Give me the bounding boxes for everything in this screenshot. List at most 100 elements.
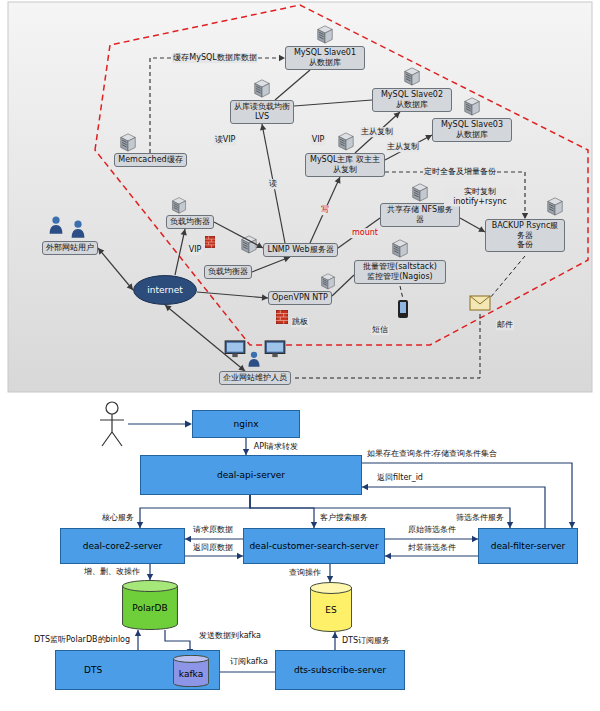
node-text: LVS — [255, 112, 269, 122]
node-text: 负载均衡器 — [170, 217, 210, 227]
arrowhead — [135, 630, 141, 636]
service-box: deal-api-server — [140, 455, 362, 495]
arrowhead — [260, 124, 266, 130]
connector — [197, 292, 268, 298]
note-label: 跳板 — [291, 317, 309, 327]
service-box: deal-core2-server — [60, 528, 185, 564]
edge-label: DTS监听PolarDB的binlog — [33, 635, 131, 645]
edge-label: 写 — [320, 205, 330, 215]
server-label: MySQL主库 双主主从复制 — [305, 153, 385, 177]
edge-label: 封装筛选条件 — [407, 543, 457, 553]
cylinder-top — [123, 581, 178, 592]
database-cylinder: PolarDB — [122, 580, 178, 630]
node-text: 备份 — [517, 240, 533, 250]
node-text: MySQL Slave03 从数据库 — [436, 120, 508, 139]
connector — [250, 495, 314, 528]
edge-label: 增、删、改操作 — [83, 567, 141, 577]
server-label: MySQL Slave03 从数据库 — [432, 118, 512, 142]
arrowhead — [181, 229, 187, 236]
firewall-icon — [205, 236, 215, 247]
edge-label: 筛选条件服务 — [455, 513, 505, 523]
connector — [175, 229, 185, 275]
node-text: deal-api-server — [217, 470, 285, 481]
edge-label: 主从复制 — [360, 127, 394, 137]
region-outline — [95, 5, 588, 345]
node-text: internet — [147, 285, 183, 296]
server-icon — [548, 198, 563, 215]
arrowhead — [256, 242, 263, 248]
connector — [310, 177, 340, 243]
cylinder-body — [123, 586, 178, 630]
note-label: 读VIP — [214, 135, 237, 145]
edge-label: 实时复制 inotify+rsync — [444, 187, 516, 206]
connector — [185, 555, 243, 556]
server-label: 共享存储 NFS服务器 — [380, 203, 460, 227]
service-box: deal-filter-server — [478, 528, 578, 564]
edge-label: mount — [351, 228, 379, 238]
edge-label: 返回原数据 — [192, 543, 234, 553]
connector — [385, 135, 432, 160]
cylinder-body — [310, 588, 351, 632]
node-text: deal-core2-server — [83, 541, 162, 552]
node-text: nginx — [234, 419, 259, 430]
arrowhead — [98, 248, 104, 255]
connector — [338, 218, 380, 248]
edge-label: 发送数据到kafka — [198, 631, 262, 641]
server-label: 负载均衡器 — [204, 265, 252, 279]
cloud-shape — [134, 276, 197, 305]
mail-icon — [470, 296, 490, 310]
server-icon — [413, 184, 428, 201]
node-text: 外部网站用户 — [46, 243, 94, 253]
server-label: Memcached缓存 — [114, 153, 187, 167]
server-icon — [172, 198, 185, 214]
server-label: 批量管理(saltstack) 监控管理(Nagios) — [354, 260, 446, 284]
mail-flap — [470, 296, 490, 304]
user-figure — [100, 402, 124, 446]
node-text: LNMP Web服务器 — [267, 245, 333, 255]
server-label: 负载均衡器 — [166, 215, 214, 229]
service-box: nginx — [192, 410, 300, 438]
connector — [385, 538, 478, 539]
arrowhead — [362, 484, 368, 490]
node-text: deal-filter-server — [491, 541, 566, 552]
server-icon — [121, 134, 136, 151]
arrowhead — [165, 305, 172, 311]
connector — [98, 248, 133, 290]
service-box: dts-subscribe-server — [275, 650, 405, 690]
arrowhead — [478, 226, 485, 232]
server-icon — [322, 274, 335, 289]
edge-label: API请求转发 — [253, 442, 300, 452]
node-text: Memcached缓存 — [118, 155, 182, 165]
edge-label: 读 — [268, 179, 278, 189]
edge-label: 如果存在查询条件:存储查询条件集合 — [366, 449, 499, 459]
connector — [294, 100, 372, 106]
node-text: 从库读负载均衡 — [234, 102, 290, 112]
edge-label: 缓存MySQL数据库数据 — [172, 53, 257, 63]
server-icon — [255, 80, 270, 97]
server-label: 外部网站用户 — [42, 241, 98, 255]
node-text: MySQL Slave02 从数据库 — [376, 90, 448, 109]
node-text: DTS — [84, 665, 102, 676]
connector — [140, 495, 250, 528]
server-label: MySQL Slave02 从数据库 — [372, 88, 452, 112]
connector — [214, 222, 263, 248]
connector — [332, 275, 354, 296]
arrowhead — [385, 553, 391, 559]
service-box: DTSkafka — [55, 650, 220, 690]
monitor-icon — [265, 341, 285, 357]
arrowhead — [147, 574, 153, 580]
edge-label: 查询操作 — [288, 568, 322, 578]
cylinder-top — [173, 655, 208, 662]
node-text: ES — [325, 605, 336, 616]
server-icon — [465, 98, 480, 115]
edge-label: 定时全备及增量备份 — [423, 167, 497, 177]
node-text: 共享存储 NFS服务器 — [384, 205, 456, 224]
edge-label: 主从复制 — [386, 142, 420, 152]
cylinder-top — [310, 583, 351, 594]
edge-label: 订阅kafka — [229, 657, 269, 667]
phone-screen — [400, 302, 406, 313]
arrowhead — [393, 112, 400, 118]
